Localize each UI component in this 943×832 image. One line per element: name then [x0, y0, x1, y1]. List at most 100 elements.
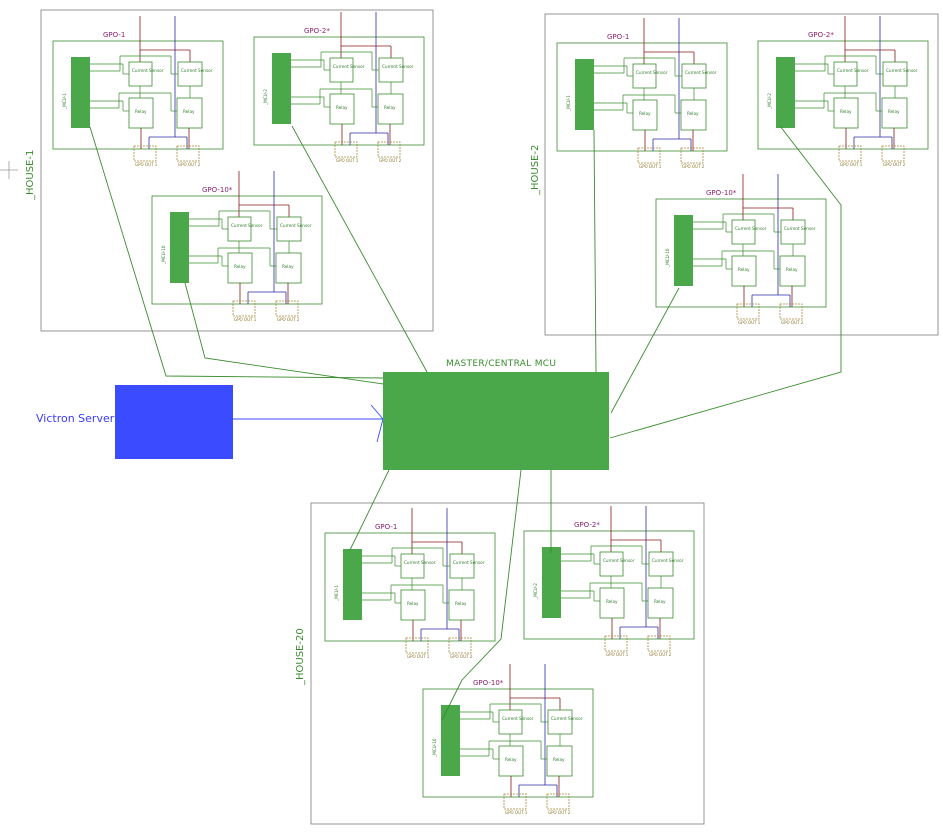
gpo-outlet-2-box: [275, 300, 299, 317]
local-mcu[interactable]: [542, 547, 561, 618]
relay-2[interactable]: Relay: [881, 97, 908, 129]
current-sensor-1[interactable]: Current Sensor: [128, 61, 164, 87]
current-sensor-1[interactable]: Current Sensor: [833, 61, 869, 87]
current-sensor-1[interactable]: Current Sensor: [599, 551, 635, 577]
gpo-outlet-1-box: [232, 300, 256, 317]
gpo-outlet-1[interactable]: GPO OUT 1: [133, 145, 158, 167]
gpo-module-frame: [52, 40, 224, 150]
local-mcu-label: _MCU-1: [334, 585, 339, 602]
gpo-outlet-1[interactable]: GPO OUT 1: [503, 793, 528, 815]
current-sensor-2-box: [177, 61, 203, 87]
gpo-outlet-1[interactable]: GPO OUT 1: [838, 145, 863, 167]
gpo-outlet-2[interactable]: GPO OUT 2: [377, 141, 402, 163]
current-sensor-2[interactable]: Current Sensor: [648, 551, 684, 577]
gpo-outlet-1[interactable]: GPO OUT 1: [334, 141, 359, 163]
gpo-outlet-1[interactable]: GPO OUT 1: [232, 300, 257, 322]
relay-1-label: Relay: [639, 111, 651, 116]
local-mcu[interactable]: [170, 212, 189, 283]
relay-1[interactable]: Relay: [400, 589, 426, 621]
relay-2[interactable]: Relay: [377, 93, 404, 125]
local-mcu[interactable]: [343, 549, 362, 620]
current-sensor-2[interactable]: Current Sensor: [378, 57, 414, 83]
relay-2[interactable]: Relay: [779, 255, 806, 287]
master-mcu[interactable]: MASTER/CENTRAL MCU: [383, 359, 609, 470]
local-mcu[interactable]: [272, 53, 291, 124]
current-sensor-2-box: [276, 216, 302, 242]
relay-1[interactable]: Relay: [128, 97, 154, 129]
relay-2[interactable]: Relay: [176, 97, 203, 129]
relay-1[interactable]: Relay: [632, 99, 658, 131]
relay-1[interactable]: Relay: [329, 93, 355, 125]
gpo-outlet-2[interactable]: GPO OUT 2: [647, 635, 672, 657]
relay-1[interactable]: Relay: [227, 252, 253, 284]
relay-1[interactable]: Relay: [833, 97, 859, 129]
gpo-outlet-2-label: GPO OUT 2: [781, 320, 804, 325]
relay-2-box: [779, 255, 806, 287]
current-sensor-1-box: [498, 709, 523, 735]
gpo-outlet-1[interactable]: GPO OUT 1: [405, 637, 430, 659]
relay-1[interactable]: Relay: [599, 587, 625, 619]
current-sensor-2[interactable]: Current Sensor: [681, 63, 717, 89]
relay-1[interactable]: Relay: [731, 255, 757, 287]
current-sensor-1-label: Current Sensor: [333, 64, 365, 69]
local-mcu[interactable]: [776, 57, 795, 128]
gpo-outlet-1-label: GPO OUT 1: [234, 317, 257, 322]
local-mcu[interactable]: [674, 215, 693, 286]
current-sensor-1[interactable]: Current Sensor: [400, 553, 436, 579]
relay-2[interactable]: Relay: [275, 252, 302, 284]
gpo-outlet-1[interactable]: GPO OUT 1: [736, 303, 761, 325]
current-sensor-2[interactable]: Current Sensor: [449, 553, 485, 579]
relay-2[interactable]: Relay: [680, 99, 707, 131]
current-sensor-1[interactable]: Current Sensor: [731, 219, 767, 245]
current-sensor-1[interactable]: Current Sensor: [498, 709, 534, 735]
current-sensor-2[interactable]: Current Sensor: [177, 61, 213, 87]
master-mcu-box[interactable]: [383, 372, 609, 470]
gpo-outlet-2-label: GPO OUT 2: [883, 162, 906, 167]
current-sensor-2[interactable]: Current Sensor: [882, 61, 918, 87]
mcu-link: [441, 469, 522, 721]
current-sensor-1[interactable]: Current Sensor: [227, 216, 263, 242]
current-sensor-2[interactable]: Current Sensor: [780, 219, 816, 245]
current-sensor-2[interactable]: Current Sensor: [276, 216, 312, 242]
local-mcu[interactable]: [71, 57, 90, 128]
victron-server[interactable]: Victron Server: [36, 385, 233, 459]
gpo-outlet-2[interactable]: GPO OUT 2: [546, 793, 571, 815]
relay-2[interactable]: Relay: [448, 589, 475, 621]
local-mcu[interactable]: [575, 59, 594, 130]
current-sensor-2[interactable]: Current Sensor: [547, 709, 583, 735]
gpo-outlet-1[interactable]: GPO OUT 1: [637, 147, 662, 169]
gpo-outlet-1-box: [604, 635, 628, 652]
gpo-outlet-2[interactable]: GPO OUT 2: [275, 300, 300, 322]
gpo-outlet-1[interactable]: GPO OUT 1: [604, 635, 629, 657]
victron-server-label: Victron Server: [36, 412, 115, 425]
gpo-outlet-2[interactable]: GPO OUT 2: [448, 637, 473, 659]
current-sensor-1[interactable]: Current Sensor: [632, 63, 668, 89]
current-sensor-1[interactable]: Current Sensor: [329, 57, 365, 83]
current-sensor-1-label: Current Sensor: [404, 560, 436, 565]
local-mcu[interactable]: [441, 705, 460, 776]
relay-2-box: [881, 97, 908, 129]
gpo-outlet-2[interactable]: GPO OUT 2: [881, 145, 906, 167]
gpo-module-frame: [324, 532, 496, 642]
relay-2[interactable]: Relay: [647, 587, 674, 619]
victron-server-box[interactable]: [115, 385, 233, 459]
relay-2-label: Relay: [786, 267, 798, 272]
relay-2[interactable]: Relay: [546, 745, 573, 777]
mcu-link: [184, 282, 384, 385]
relay-1[interactable]: Relay: [498, 745, 524, 777]
gpo-outlet-2[interactable]: GPO OUT 2: [680, 147, 705, 169]
gpo-outlet-2[interactable]: GPO OUT 2: [176, 145, 201, 167]
gpo-outlet-2[interactable]: GPO OUT 2: [779, 303, 804, 325]
gpo-outlet-1-label: GPO OUT 1: [738, 320, 761, 325]
gpo-label: GPO-2*: [574, 521, 600, 529]
